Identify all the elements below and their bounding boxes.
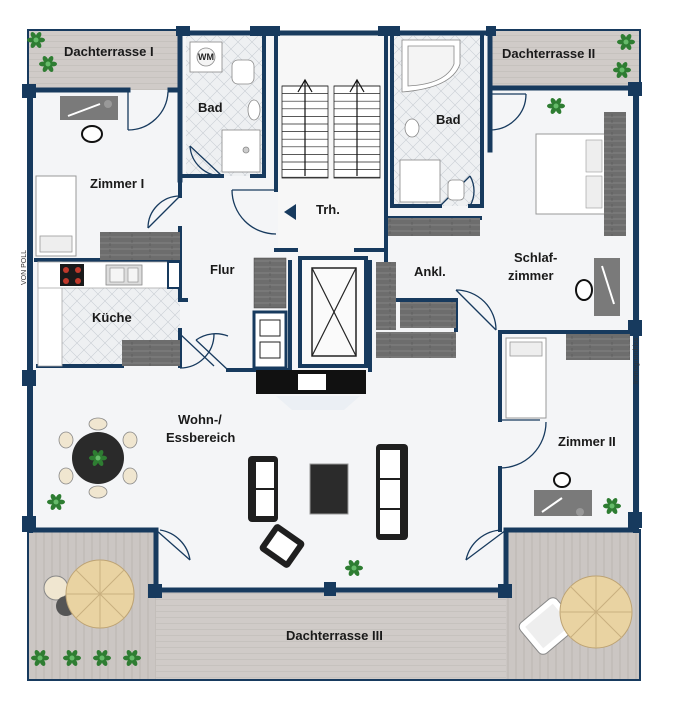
plants (27, 32, 635, 666)
label-flur: Flur (210, 262, 235, 277)
plant-icon (123, 650, 141, 666)
zimmer2-wardrobe (566, 334, 630, 360)
label-zimmer-2: Zimmer II (558, 434, 616, 449)
bath-right-fixtures (399, 39, 465, 203)
label-schlafzimmer-1: Schlaf- (514, 250, 557, 265)
bedroom-desk (575, 258, 620, 316)
terrace-3-bottom (156, 590, 506, 680)
label-bad-right: Bad (436, 112, 461, 127)
sofa-right (376, 444, 408, 540)
doors (127, 90, 547, 561)
elevator-shaft (298, 256, 368, 368)
kitchen-cabinet-bottom (122, 340, 180, 366)
zimmer2-bed (505, 337, 547, 419)
coffee-table (309, 463, 349, 515)
zimmer1-desk (60, 96, 118, 143)
label-schlafzimmer-2: zimmer (508, 268, 554, 283)
stair-landing-arrow (284, 204, 296, 220)
hallway-wardrobe (253, 257, 287, 309)
kitchen-counter (37, 261, 181, 367)
terrace-1 (28, 30, 178, 90)
label-wohnen-2: Essbereich (166, 430, 235, 445)
bath-left-fixtures (189, 41, 261, 173)
plant-icon (613, 62, 631, 78)
plant-icon (31, 650, 49, 666)
label-dachterrasse-2: Dachterrasse II (502, 46, 595, 61)
label-treppenhaus: Trh. (316, 202, 340, 217)
plant-icon (93, 650, 111, 666)
interior-walls (34, 32, 634, 532)
washing-machine-label: WM (198, 52, 214, 62)
walk-in-wardrobe-left (376, 262, 396, 330)
walk-in-wardrobe-top (388, 218, 480, 236)
label-kueche: Küche (92, 310, 132, 325)
zimmer2-desk (534, 472, 592, 516)
plant-icon (603, 498, 621, 514)
terrace-umbrella-right (518, 575, 633, 655)
hallway-utility-shaft (252, 310, 288, 370)
label-wohnen-1: Wohn-/ (178, 412, 222, 427)
stair-arrows (297, 78, 365, 176)
armchair (259, 524, 305, 568)
plant-icon (47, 494, 65, 510)
plant-icon (89, 450, 107, 466)
plant-icon (345, 560, 363, 576)
wall-pillars (22, 26, 642, 598)
plant-icon (27, 32, 45, 48)
living-sideboard (376, 332, 456, 358)
plant-icon (617, 34, 635, 50)
zimmer1-bed (35, 175, 77, 257)
label-ankleide: Ankl. (414, 264, 446, 279)
label-dachterrasse-1: Dachterrasse I (64, 44, 154, 59)
sofa-left (248, 456, 278, 522)
double-bed (535, 112, 626, 236)
watermark-right: Immogrundriss (633, 337, 640, 384)
plant-icon (63, 650, 81, 666)
zimmer1-wardrobe (100, 232, 180, 260)
label-dachterrasse-3: Dachterrasse III (286, 628, 383, 643)
terrace-2 (490, 30, 640, 88)
plant-icon (39, 56, 57, 72)
walk-in-wardrobe-bottom (400, 302, 456, 328)
terrace-umbrella-left (43, 559, 135, 629)
label-bad-left: Bad (198, 100, 223, 115)
plant-icon (547, 98, 565, 114)
label-zimmer-1: Zimmer I (90, 176, 144, 191)
watermark-left: VON POLL (21, 250, 28, 285)
